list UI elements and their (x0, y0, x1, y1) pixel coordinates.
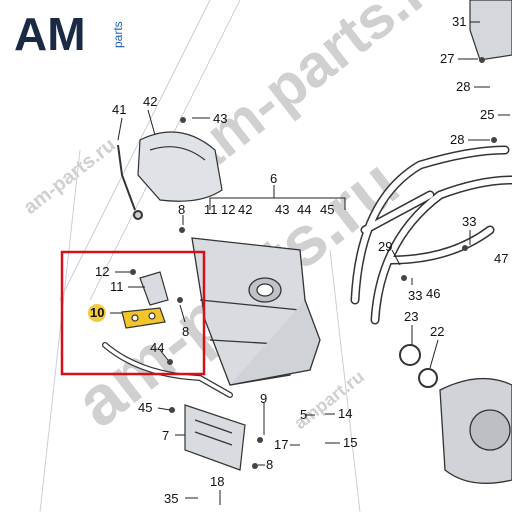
bracket-11 (139, 271, 169, 306)
callout-15: 15 (343, 435, 357, 450)
callout-25: 25 (480, 107, 494, 122)
callout-9: 9 (260, 391, 267, 406)
callout-47: 47 (494, 251, 508, 266)
logo-brand: AM (14, 8, 86, 60)
callout-44: 44 (150, 340, 164, 355)
turbocharger (439, 377, 512, 484)
highlight-frame (60, 250, 206, 376)
callout-31: 31 (452, 14, 466, 29)
callout-6: 6 (270, 171, 277, 186)
callout-8-low: 8 (266, 457, 273, 472)
callout-17: 17 (274, 437, 288, 452)
callout-5: 5 (300, 407, 307, 422)
callout-43: 43 (213, 111, 227, 126)
callout-41: 41 (112, 102, 126, 117)
callout-8-top: 8 (178, 202, 185, 217)
coolant-pipes-inner (352, 147, 512, 323)
guide-lines (39, 0, 361, 512)
callout-7: 7 (162, 428, 169, 443)
callout-35: 35 (164, 491, 178, 506)
clamp-ring (399, 344, 438, 388)
callout-11: 11 (110, 279, 124, 294)
callout-14: 14 (338, 406, 352, 421)
callout-42-top: 42 (238, 202, 252, 217)
callout-23: 23 (404, 309, 418, 324)
callout-45-top: 45 (320, 202, 334, 217)
logo-suffix: parts (111, 21, 125, 48)
callout-12: 12 (95, 264, 109, 279)
leader-lines (110, 21, 510, 505)
callout-labels: 41 42 43 6 11 12 42 43 44 45 8 12 11 10 … (90, 14, 508, 506)
callout-43-top: 43 (275, 202, 289, 217)
callout-33: 33 (408, 288, 422, 303)
callout-46: 46 (426, 286, 440, 301)
part-10-highlighted[interactable] (121, 307, 166, 329)
callout-22: 22 (430, 324, 444, 339)
top-bracket (469, 0, 512, 61)
callout-28-top: 28 (456, 79, 470, 94)
callout-12-top: 12 (221, 202, 235, 217)
callout-44-top: 44 (297, 202, 311, 217)
heat-shield (137, 131, 223, 202)
catalytic-converter (191, 237, 321, 386)
callout-10: 10 (90, 305, 104, 320)
fasteners (130, 57, 497, 469)
watermark-3: ampart.ru (290, 366, 368, 433)
callout-42: 42 (143, 94, 157, 109)
callout-28: 28 (450, 132, 464, 147)
callout-18: 18 (210, 474, 224, 489)
bracket-7 (184, 404, 246, 471)
callout-11-top: 11 (204, 202, 218, 217)
callout-45: 45 (138, 400, 152, 415)
callout-8-mid: 8 (182, 324, 189, 339)
sensor-rod (117, 144, 143, 220)
watermark-1: am-parts.ru (20, 134, 120, 219)
highlight-badge-10 (88, 304, 106, 322)
callout-33-top: 33 (462, 214, 476, 229)
logo: AM parts (14, 8, 125, 60)
callout-27: 27 (440, 51, 454, 66)
small-pipe-inner (103, 343, 232, 397)
callout-29: 29 (378, 239, 392, 254)
